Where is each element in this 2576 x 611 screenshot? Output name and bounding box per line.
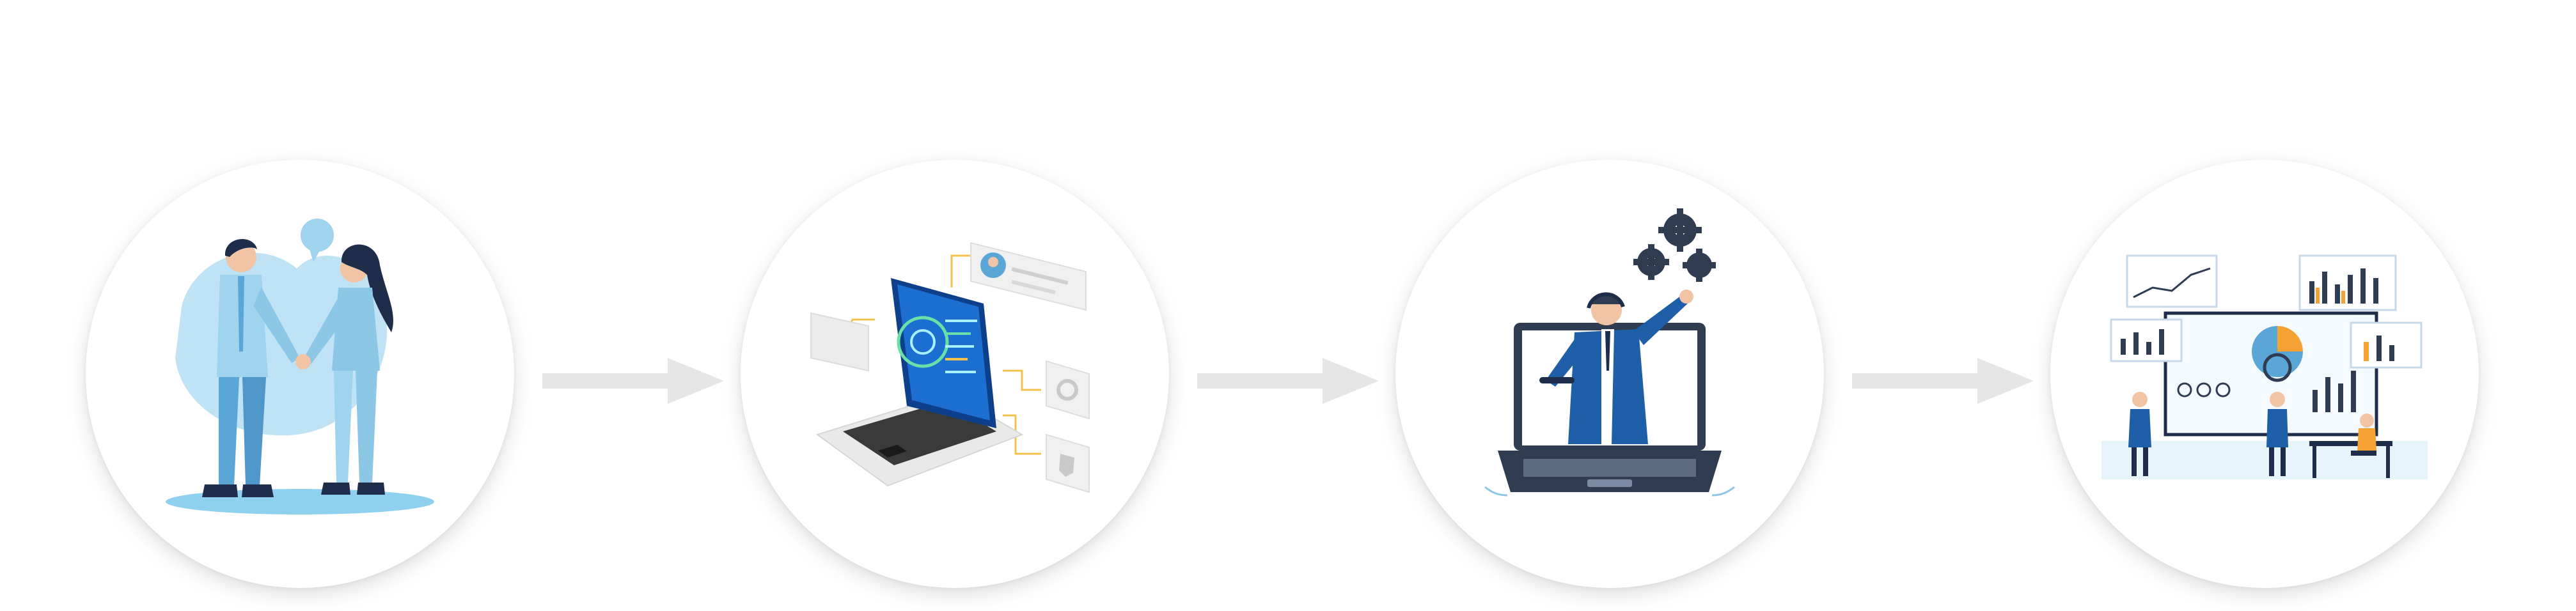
step-3-circle bbox=[1395, 160, 1824, 588]
step-1-circle bbox=[86, 160, 514, 588]
laptop-code-icon bbox=[810, 242, 1090, 493]
arrow-3 bbox=[1852, 350, 2034, 412]
handshake-icon bbox=[166, 219, 434, 514]
analytics-dashboard-icon bbox=[2101, 254, 2428, 479]
arrow-1 bbox=[542, 350, 724, 412]
arrow-right-icon bbox=[1197, 358, 1379, 404]
step-4-circle bbox=[2050, 160, 2479, 588]
arrow-2 bbox=[1197, 350, 1379, 412]
arrow-right-icon bbox=[1852, 358, 2034, 404]
arrow-right-icon bbox=[542, 358, 724, 404]
step-2-circle bbox=[741, 160, 1169, 588]
engineer-gears-icon bbox=[1484, 208, 1735, 497]
